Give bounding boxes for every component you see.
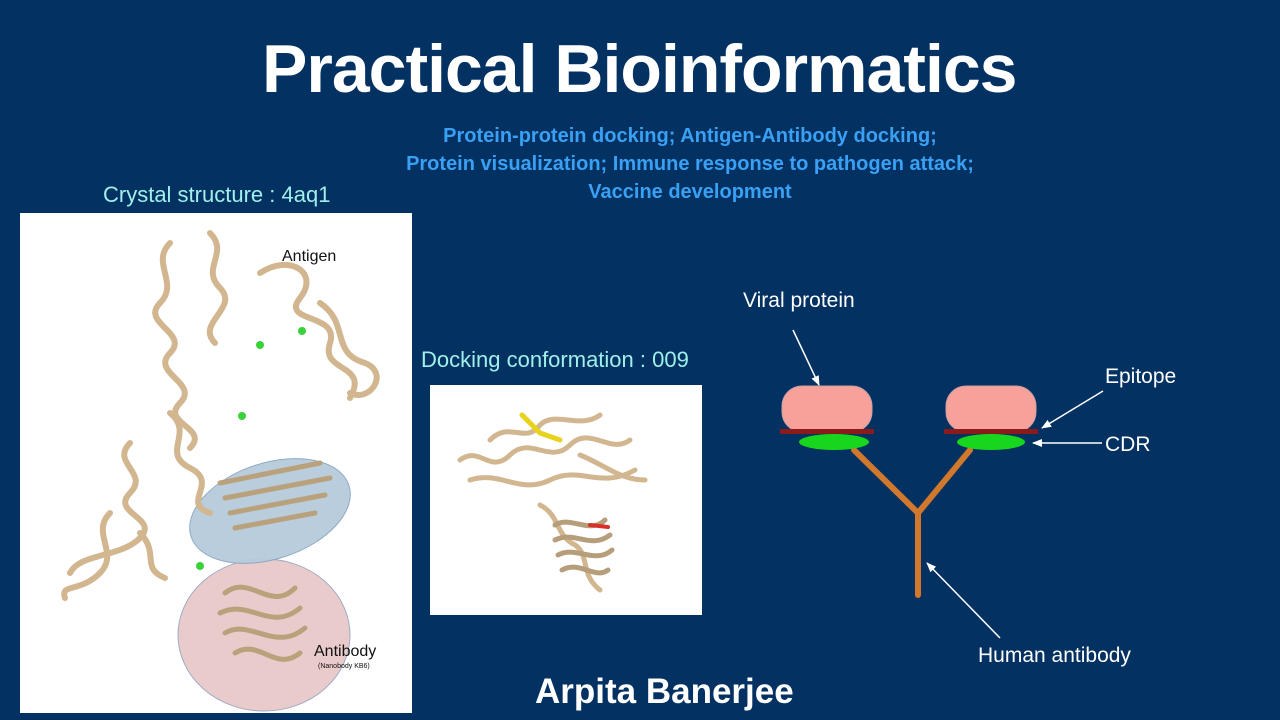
docking-conformation-image xyxy=(430,385,702,615)
antigen-label: Antigen xyxy=(282,248,336,265)
ion-marker xyxy=(238,412,246,420)
docking-render xyxy=(457,412,648,593)
crystal-structure-label: Crystal structure : 4aq1 xyxy=(103,182,331,207)
crystal-structure-render: Antigen Antibody (Nanobody KB6) xyxy=(61,230,380,712)
viral-protein-left xyxy=(781,385,873,433)
viral-protein-label: Viral protein xyxy=(743,289,855,312)
ion-marker xyxy=(196,562,204,570)
epitope-label: Epitope xyxy=(1105,365,1177,388)
epitope-arrow xyxy=(1041,390,1104,429)
human-antibody-arrow xyxy=(926,562,1001,639)
antibody-shape xyxy=(851,447,973,598)
antibody-label: Antibody xyxy=(314,643,376,660)
human-antibody-label: Human antibody xyxy=(978,644,1131,667)
protein-ribbon-shade xyxy=(552,517,615,576)
protein-ribbon xyxy=(61,230,380,601)
crystal-structure-image: Antigen Antibody (Nanobody KB6) xyxy=(20,213,412,713)
subtitle-line: Vaccine development xyxy=(588,181,792,203)
cdr-right xyxy=(957,434,1025,450)
viral-protein-right xyxy=(945,385,1037,433)
protein-ribbon-shade xyxy=(217,460,333,662)
subtitle: Protein-protein docking; Antigen-Antibod… xyxy=(330,122,1050,206)
cdr-label: CDR xyxy=(1105,433,1151,456)
cdr-left xyxy=(799,434,869,450)
viral-protein-arrow xyxy=(792,329,820,386)
ion-marker xyxy=(256,341,264,349)
protein-ribbon xyxy=(457,412,648,593)
ion-marker xyxy=(298,327,306,335)
docking-conformation-label: Docking conformation : 009 xyxy=(421,347,689,372)
antibody-sublabel: (Nanobody KB6) xyxy=(318,663,370,670)
interface-highlight xyxy=(189,458,351,564)
page-title: Practical Bioinformatics xyxy=(262,31,1017,107)
highlight-strand-red xyxy=(588,523,610,529)
subtitle-line: Protein visualization; Immune response t… xyxy=(406,153,974,175)
subtitle-line: Protein-protein docking; Antigen-Antibod… xyxy=(443,125,937,147)
highlight-strand-yellow xyxy=(519,412,563,443)
epitope-bar-right xyxy=(944,429,1038,434)
author-name: Arpita Banerjee xyxy=(535,672,794,711)
epitope-bar-left xyxy=(780,429,874,434)
